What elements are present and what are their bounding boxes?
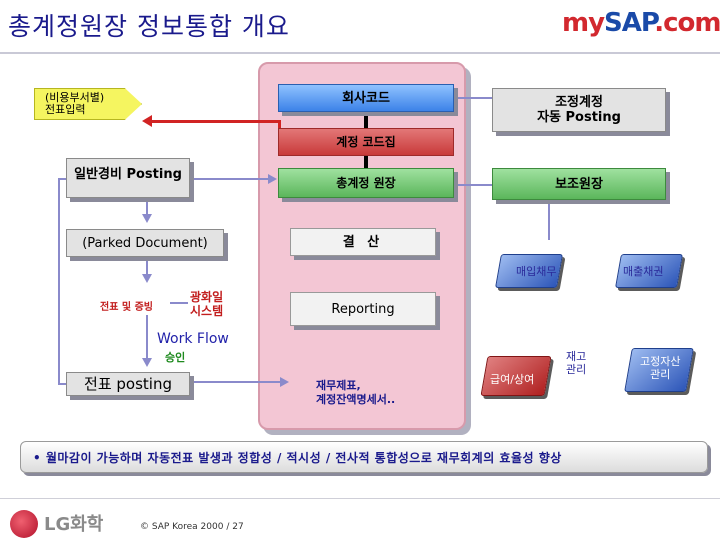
flow-posting-to-center	[190, 381, 280, 383]
flow-left-loop-top	[58, 178, 66, 180]
flow-left-loop-vertical	[58, 178, 60, 384]
connector-company-account	[364, 112, 368, 128]
feedback-line-horizontal	[150, 120, 280, 123]
lg-company-name: LG화학	[44, 514, 104, 535]
financial-statements-label: 재무제표, 계정잔액명세서..	[316, 379, 396, 406]
summary-banner: • 월마감이 가능하며 자동전표 발생과 정합성 / 적시성 / 전사적 통합성…	[20, 441, 708, 473]
lg-logo-icon	[10, 510, 38, 538]
payable-label: 매입채무	[516, 265, 557, 278]
flow-subledger-to-books	[548, 200, 550, 240]
company-code-box: 회사코드	[278, 84, 454, 112]
flow-general-to-parked	[146, 198, 148, 216]
workflow-label: Work Flow	[157, 331, 229, 347]
gwanghwa-system-label: 광화일 시스템	[190, 290, 224, 318]
page-title: 총계정원장 정보통합 개요	[8, 12, 290, 41]
auto-adjust-box: 조정계정 자동 Posting	[492, 88, 666, 132]
arrowhead-down	[142, 274, 152, 283]
reporting-box: Reporting	[290, 292, 436, 326]
account-code-box: 계정 코드집	[278, 128, 454, 156]
footer-copyright: © SAP Korea 2000 / 27	[140, 522, 244, 532]
arrowhead-right	[268, 174, 277, 184]
feedback-arrowhead	[142, 115, 152, 127]
line-company-adjust	[454, 97, 492, 99]
fixed-assets-label: 고정자산 관리	[640, 355, 681, 381]
voucher-input-arrow: (비용부서별) 전표입력	[34, 88, 142, 120]
flow-left-loop-bottom	[58, 383, 66, 385]
arrowhead-right	[280, 377, 289, 387]
voucher-evidence-label: 전표 및 증빙	[100, 302, 153, 313]
voucher-posting-box: 전표 posting	[66, 372, 190, 396]
approval-label: 승인	[165, 351, 186, 364]
general-ledger-box: 총계정 원장	[278, 168, 454, 198]
header-divider	[0, 52, 720, 54]
flow-approval-to-posting	[146, 315, 148, 359]
parked-document-box: (Parked Document)	[66, 229, 224, 257]
payroll-label: 급여/상여	[490, 373, 535, 386]
general-expense-box: 일반경비 Posting	[66, 158, 190, 198]
inventory-label: 재고 관리	[566, 350, 587, 376]
flow-subledger-to-gl	[456, 184, 492, 186]
closing-box: 결 산	[290, 228, 436, 256]
header-bar	[0, 0, 720, 52]
connector-account-gl	[364, 156, 368, 168]
receivable-label: 매출채권	[623, 265, 664, 278]
arrowhead-down	[142, 214, 152, 223]
flow-parked-to-approval	[146, 257, 148, 277]
footer-divider	[0, 498, 720, 499]
arrowhead-down	[142, 358, 152, 367]
mysap-logo: mySAP.com	[562, 8, 720, 38]
subledger-box: 보조원장	[492, 168, 666, 200]
flow-voucher-to-gwanghwa	[170, 302, 188, 304]
flow-general-to-gl	[190, 178, 270, 180]
